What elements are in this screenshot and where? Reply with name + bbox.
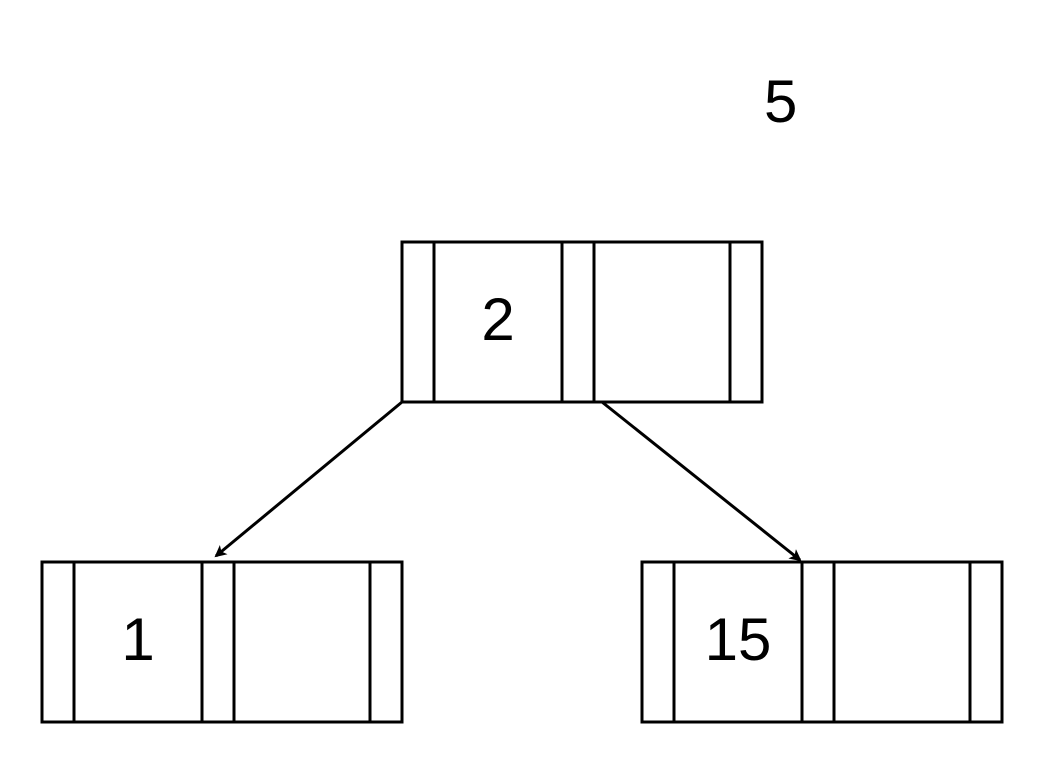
left-child-key-label: 1 — [121, 606, 154, 673]
edge-root-to-left-child — [214, 400, 403, 558]
right-child-node — [640, 560, 1004, 724]
root-key-label: 2 — [481, 286, 514, 353]
floating-key-label: 5 — [764, 68, 798, 135]
left-child-node — [40, 560, 404, 724]
root-node — [400, 240, 764, 404]
right-child-key-label: 15 — [705, 606, 772, 673]
left-child-node-box — [40, 560, 404, 724]
root-node-box — [400, 240, 764, 404]
edge-root-to-right-child — [601, 400, 802, 562]
right-child-node-box — [640, 560, 1004, 724]
